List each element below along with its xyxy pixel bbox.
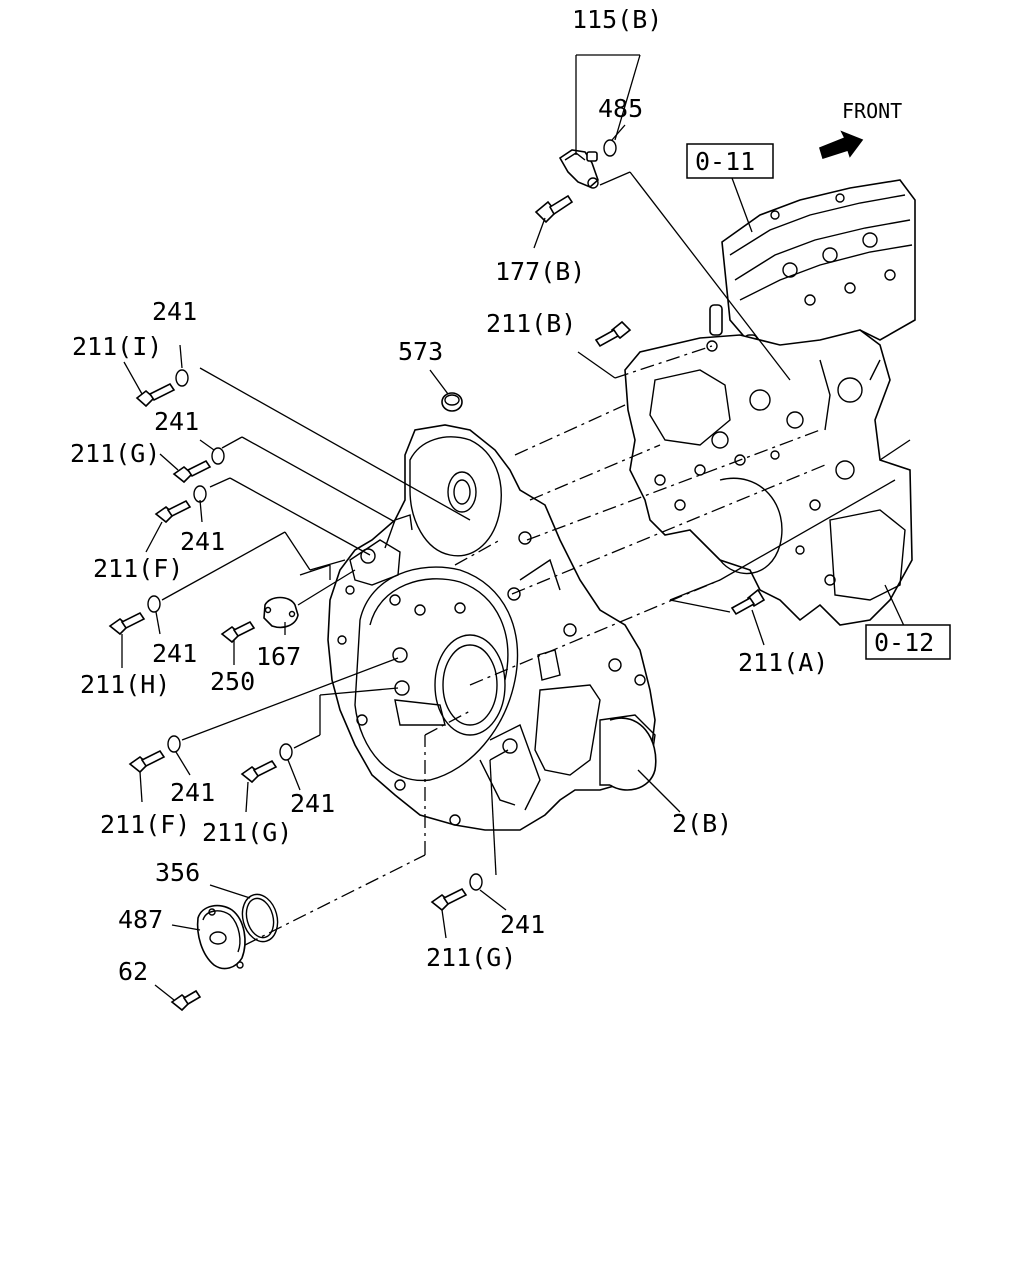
sensor-115b bbox=[558, 139, 617, 189]
washer-241-d bbox=[147, 595, 161, 613]
label-211g-a: 211(G) bbox=[70, 439, 160, 468]
label-241-e: 241 bbox=[170, 778, 215, 807]
label-211f-b: 211(F) bbox=[100, 810, 190, 839]
bolt-211h bbox=[108, 595, 161, 636]
label-115b: 115(B) bbox=[572, 5, 662, 34]
label-241-c: 241 bbox=[180, 527, 225, 556]
label-2b: 2(B) bbox=[672, 809, 732, 838]
label-241-g: 241 bbox=[500, 910, 545, 939]
cover-167 bbox=[263, 596, 299, 629]
label-211g-b: 211(G) bbox=[202, 818, 292, 847]
label-211g-c: 211(G) bbox=[426, 943, 516, 972]
cover-487 bbox=[196, 904, 246, 970]
washer-241-e bbox=[167, 735, 181, 753]
label-241-b: 241 bbox=[154, 407, 199, 436]
engine-block bbox=[624, 179, 916, 626]
label-177b: 177(B) bbox=[495, 257, 585, 286]
o-ring-356 bbox=[241, 893, 279, 943]
ref-box-0-11[interactable]: 0-11 bbox=[686, 143, 774, 179]
label-167: 167 bbox=[256, 642, 301, 671]
front-arrow-icon bbox=[819, 130, 864, 160]
bolt-211g-b bbox=[240, 743, 293, 784]
label-241-a: 241 bbox=[152, 297, 197, 326]
ref-box-0-12[interactable]: 0-12 bbox=[865, 624, 951, 660]
label-485: 485 bbox=[598, 94, 643, 123]
label-211f-a: 211(F) bbox=[93, 554, 183, 583]
flywheel-housing bbox=[327, 424, 657, 831]
label-250: 250 bbox=[210, 667, 255, 696]
bolt-211a bbox=[730, 588, 766, 616]
leader-lines bbox=[121, 54, 911, 1001]
label-573: 573 bbox=[398, 337, 443, 366]
ref-0-11-text: 0-11 bbox=[695, 147, 755, 176]
washer-241-c bbox=[193, 485, 207, 503]
washer-241-g bbox=[469, 873, 483, 891]
bolt-211f-a bbox=[154, 485, 207, 524]
label-487: 487 bbox=[118, 905, 163, 934]
bolt-211i bbox=[135, 369, 189, 408]
bolt-250 bbox=[220, 620, 256, 644]
plug-573 bbox=[441, 392, 463, 412]
washer-241-f bbox=[279, 743, 293, 761]
label-211h: 211(H) bbox=[80, 670, 170, 699]
label-241-d: 241 bbox=[152, 639, 197, 668]
label-241-f: 241 bbox=[290, 789, 335, 818]
bolt-62 bbox=[170, 989, 202, 1012]
bolt-211b bbox=[594, 320, 632, 348]
o-ring-356-inner bbox=[245, 897, 275, 939]
o-ring-485 bbox=[603, 139, 617, 157]
label-211a: 211(A) bbox=[738, 648, 828, 677]
bolt-211g-c bbox=[430, 873, 483, 912]
front-label: FRONT bbox=[842, 99, 902, 123]
label-211i: 211(I) bbox=[72, 332, 162, 361]
label-62: 62 bbox=[118, 957, 148, 986]
label-356: 356 bbox=[155, 858, 200, 887]
label-211b: 211(B) bbox=[486, 309, 576, 338]
ref-0-12-text: 0-12 bbox=[874, 628, 934, 657]
bolt-177b bbox=[534, 194, 574, 224]
washer-241-b bbox=[211, 447, 225, 465]
washer-241-a bbox=[175, 369, 189, 387]
bolt-211g-a bbox=[172, 447, 225, 484]
bolt-211f-b bbox=[128, 735, 181, 774]
